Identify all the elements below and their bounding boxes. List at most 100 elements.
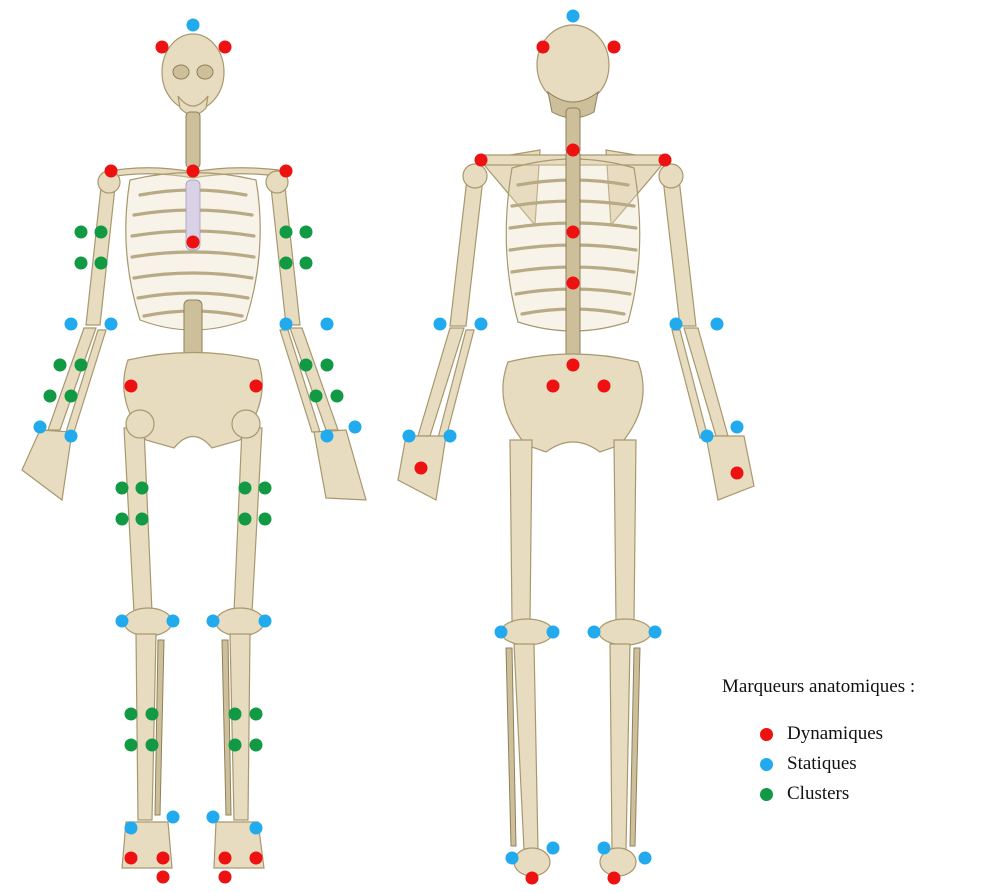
legend-dot-dynamic	[760, 728, 773, 741]
dynamic-marker	[187, 236, 200, 249]
cluster-marker	[250, 708, 263, 721]
dynamic-marker	[219, 41, 232, 54]
static-marker	[250, 822, 263, 835]
dynamic-marker	[608, 872, 621, 885]
cluster-marker	[321, 359, 334, 372]
static-marker	[547, 626, 560, 639]
static-marker	[280, 318, 293, 331]
cluster-marker	[116, 513, 129, 526]
dynamic-marker	[157, 852, 170, 865]
static-marker	[639, 852, 652, 865]
dynamic-marker	[475, 154, 488, 167]
dynamic-marker	[156, 41, 169, 54]
cluster-marker	[300, 226, 313, 239]
cluster-marker	[239, 482, 252, 495]
static-marker	[444, 430, 457, 443]
dynamic-marker	[415, 462, 428, 475]
cluster-marker	[95, 257, 108, 270]
cluster-marker	[75, 226, 88, 239]
cluster-marker	[239, 513, 252, 526]
legend-dot-cluster	[760, 788, 773, 801]
static-marker	[649, 626, 662, 639]
cluster-marker	[280, 226, 293, 239]
cluster-marker	[229, 708, 242, 721]
legend-label-dynamic: Dynamiques	[787, 723, 883, 745]
cluster-marker	[75, 359, 88, 372]
dynamic-marker	[567, 226, 580, 239]
dynamic-marker	[608, 41, 621, 54]
static-marker	[403, 430, 416, 443]
legend-dot-static	[760, 758, 773, 771]
dynamic-marker	[125, 852, 138, 865]
static-marker	[167, 811, 180, 824]
dynamic-marker	[526, 872, 539, 885]
static-marker	[349, 421, 362, 434]
cluster-marker	[146, 708, 159, 721]
dynamic-marker	[105, 165, 118, 178]
dynamic-marker	[537, 41, 550, 54]
static-marker	[495, 626, 508, 639]
static-marker	[34, 421, 47, 434]
static-marker	[588, 626, 601, 639]
static-marker	[207, 615, 220, 628]
static-marker	[670, 318, 683, 331]
cluster-marker	[146, 739, 159, 752]
dynamic-marker	[280, 165, 293, 178]
dynamic-marker	[187, 165, 200, 178]
cluster-marker	[65, 390, 78, 403]
dynamic-marker	[731, 467, 744, 480]
dynamic-marker	[567, 144, 580, 157]
cluster-marker	[136, 513, 149, 526]
static-marker	[321, 430, 334, 443]
cluster-marker	[250, 739, 263, 752]
dynamic-marker	[598, 380, 611, 393]
legend-item-dynamic: Dynamiques	[760, 722, 883, 746]
legend-label-cluster: Clusters	[787, 783, 849, 805]
dynamic-marker	[250, 852, 263, 865]
cluster-marker	[95, 226, 108, 239]
cluster-marker	[136, 482, 149, 495]
cluster-marker	[125, 708, 138, 721]
static-marker	[567, 10, 580, 23]
cluster-marker	[44, 390, 57, 403]
static-marker	[207, 811, 220, 824]
cluster-marker	[300, 359, 313, 372]
cluster-marker	[280, 257, 293, 270]
dynamic-marker	[219, 871, 232, 884]
cluster-marker	[75, 257, 88, 270]
static-marker	[731, 421, 744, 434]
legend-label-static: Statiques	[787, 753, 857, 775]
static-marker	[547, 842, 560, 855]
static-marker	[598, 842, 611, 855]
legend-item-cluster: Clusters	[760, 782, 849, 806]
static-marker	[65, 430, 78, 443]
legend-item-static: Statiques	[760, 752, 857, 776]
static-marker	[711, 318, 724, 331]
legend-title: Marqueurs anatomiques :	[722, 676, 984, 698]
dynamic-marker	[219, 852, 232, 865]
cluster-marker	[229, 739, 242, 752]
dynamic-marker	[659, 154, 672, 167]
static-marker	[125, 822, 138, 835]
static-marker	[434, 318, 447, 331]
dynamic-marker	[567, 277, 580, 290]
static-marker	[701, 430, 714, 443]
cluster-marker	[54, 359, 67, 372]
dynamic-marker	[157, 871, 170, 884]
dynamic-marker	[125, 380, 138, 393]
cluster-marker	[310, 390, 323, 403]
cluster-marker	[259, 482, 272, 495]
dynamic-marker	[567, 359, 580, 372]
static-marker	[187, 19, 200, 32]
static-marker	[259, 615, 272, 628]
static-marker	[116, 615, 129, 628]
cluster-marker	[331, 390, 344, 403]
cluster-marker	[116, 482, 129, 495]
static-marker	[321, 318, 334, 331]
dynamic-marker	[250, 380, 263, 393]
static-marker	[475, 318, 488, 331]
legend: Marqueurs anatomiques : Dynamiques Stati…	[722, 676, 984, 698]
static-marker	[65, 318, 78, 331]
static-marker	[167, 615, 180, 628]
cluster-marker	[300, 257, 313, 270]
